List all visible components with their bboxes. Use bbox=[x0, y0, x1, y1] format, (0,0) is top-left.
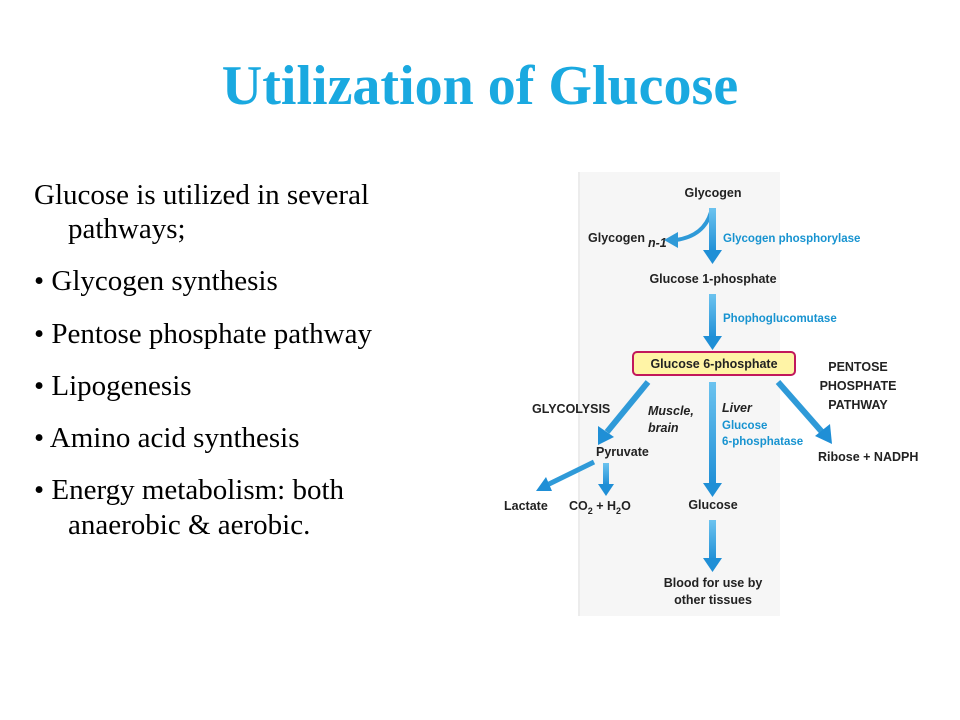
arrow-head-glycogen-n-1 bbox=[664, 232, 678, 248]
node-pyruvate: Pyruvate bbox=[596, 445, 649, 459]
node-glucose: Glucose bbox=[688, 498, 737, 512]
label-glycolysis: GLYCOLYSIS bbox=[532, 402, 610, 416]
node-ribose-nadph: Ribose + NADPH bbox=[818, 450, 918, 464]
enzyme-glycogen-phosphorylase: Glycogen phosphorylase bbox=[723, 233, 860, 245]
arrow-head-pentose bbox=[815, 424, 832, 444]
bullet-energy-metabolism-continued: anaerobic & aerobic. bbox=[68, 508, 311, 541]
bullet-amino-acid-synthesis: • Amino acid synthesis bbox=[34, 422, 300, 455]
node-glucose-1-phosphate: Glucose 1-phosphate bbox=[649, 272, 776, 286]
arrow-head-pyruvate-co2 bbox=[598, 484, 614, 496]
arrow-shaft-pentose bbox=[775, 380, 825, 434]
bullet-lipogenesis: • Lipogenesis bbox=[34, 369, 192, 402]
bullet-list: Glucose is utilized in several pathways;… bbox=[34, 178, 484, 542]
arrow-shaft-g1p-g6p bbox=[709, 294, 716, 338]
node-co2-h2o: CO2 + H2O bbox=[569, 499, 631, 516]
enzyme-glucose-label: Glucose bbox=[722, 420, 767, 432]
arrow-shaft-pyruvate-co2 bbox=[603, 463, 609, 485]
arrow-head-g1p-g6p bbox=[703, 336, 722, 350]
node-blood-line1: Blood for use by bbox=[664, 576, 763, 590]
arrow-shaft-glycolysis bbox=[604, 380, 651, 434]
arrow-head-glycolysis bbox=[598, 426, 614, 445]
diagram-background bbox=[578, 172, 780, 616]
arrow-head-glycogen-g1p bbox=[703, 250, 722, 264]
arrow-shaft-glycogen-g1p bbox=[709, 208, 716, 252]
label-phosphate: PHOSPHATE bbox=[820, 379, 897, 393]
node-glycogen: Glycogen bbox=[685, 186, 742, 200]
label-brain: brain bbox=[648, 421, 679, 435]
arrow-shaft-g6p-glucose bbox=[709, 382, 716, 485]
arrow-head-g6p-glucose bbox=[703, 483, 722, 497]
arrow-head-glucose-blood bbox=[703, 558, 722, 572]
highlight-box-glucose-6-phosphate bbox=[632, 351, 796, 376]
label-pentose: PENTOSE bbox=[828, 360, 888, 374]
arrow-shaft-pyruvate-lactate bbox=[545, 459, 596, 488]
arrow-head-pyruvate-lactate bbox=[536, 477, 552, 491]
slide-title: Utilization of Glucose bbox=[221, 55, 739, 117]
bullet-glycogen-synthesis: • Glycogen synthesis bbox=[34, 265, 278, 298]
node-lactate: Lactate bbox=[504, 499, 548, 513]
intro-text-continued: pathways; bbox=[68, 213, 186, 246]
node-blood-line2: other tissues bbox=[674, 593, 752, 607]
enzyme-phosphoglucomutase: Phophoglucomutase bbox=[723, 313, 837, 325]
label-pathway: PATHWAY bbox=[828, 398, 888, 412]
arrow-to-glycogen-n-1 bbox=[675, 211, 713, 242]
node-glucose-6-phosphate: Glucose 6-phosphate bbox=[650, 357, 777, 371]
label-liver: Liver bbox=[722, 401, 753, 415]
bullet-energy-metabolism: • Energy metabolism: both bbox=[34, 474, 345, 507]
enzyme-6-phosphatase: 6-phosphatase bbox=[722, 436, 803, 448]
arrow-shaft-glucose-blood bbox=[709, 520, 716, 560]
intro-text: Glucose is utilized in several bbox=[34, 179, 370, 211]
bullet-pentose-phosphate: • Pentose phosphate pathway bbox=[34, 317, 372, 350]
label-muscle: Muscle, bbox=[648, 404, 694, 418]
